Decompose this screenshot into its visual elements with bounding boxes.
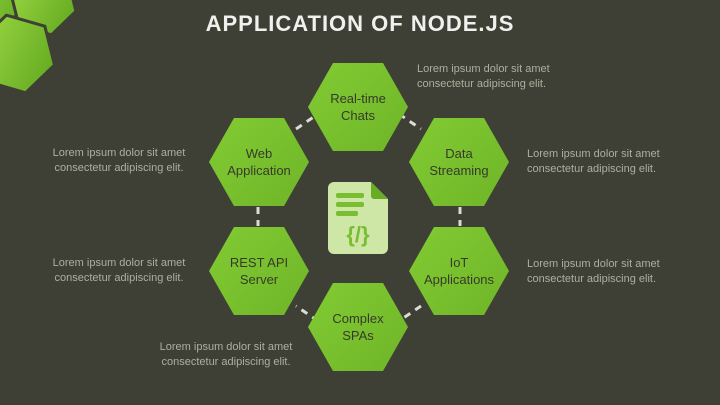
document-text-line (336, 211, 358, 216)
deco-hexagon (0, 13, 57, 95)
document-text-line (336, 202, 364, 207)
page-title: APPLICATION OF NODE.JS (205, 11, 515, 36)
corner-hexagon-decoration (0, 0, 78, 95)
document-body (328, 182, 388, 254)
deco-hexagon (8, 0, 78, 37)
hexagon-node-label: Data Streaming (429, 145, 489, 178)
node-description: Lorem ipsum dolor sit amet consectetur a… (52, 257, 186, 284)
hexagon-node-web-application: Web Application (209, 118, 309, 206)
node-description: Lorem ipsum dolor sit amet consectetur a… (527, 148, 660, 175)
hexagon-node-rest-api-server: REST API Server (209, 227, 309, 315)
document-text-line (336, 193, 364, 198)
hexagon-node-label: Real-time Chats (330, 90, 386, 123)
hexagon-node-label: REST API Server (229, 254, 289, 287)
node-description: Lorem ipsum dolor sit amet consectetur a… (527, 258, 660, 285)
hexagon-node-real-time-chats: Real-time Chats (308, 63, 408, 151)
node-description: Lorem ipsum dolor sit amet consectetur a… (159, 341, 293, 368)
hexagon-node-label: Web Application (227, 145, 291, 178)
hexagon-node-iot-applications: IoT Applications (409, 227, 509, 315)
code-document-icon: {/} (328, 182, 388, 254)
code-symbol: {/} (346, 222, 370, 247)
node-description: Lorem ipsum dolor sit amet consectetur a… (417, 63, 550, 90)
hexagon-node-label: Complex SPAs (332, 310, 384, 343)
node-description: Lorem ipsum dolor sit amet consectetur a… (52, 147, 186, 174)
document-fold (371, 182, 388, 199)
hexagon-node-data-streaming: Data Streaming (409, 118, 509, 206)
hexagon-node-complex-spas: Complex SPAs (308, 283, 408, 371)
hexagon-node-label: IoT Applications (423, 254, 495, 287)
